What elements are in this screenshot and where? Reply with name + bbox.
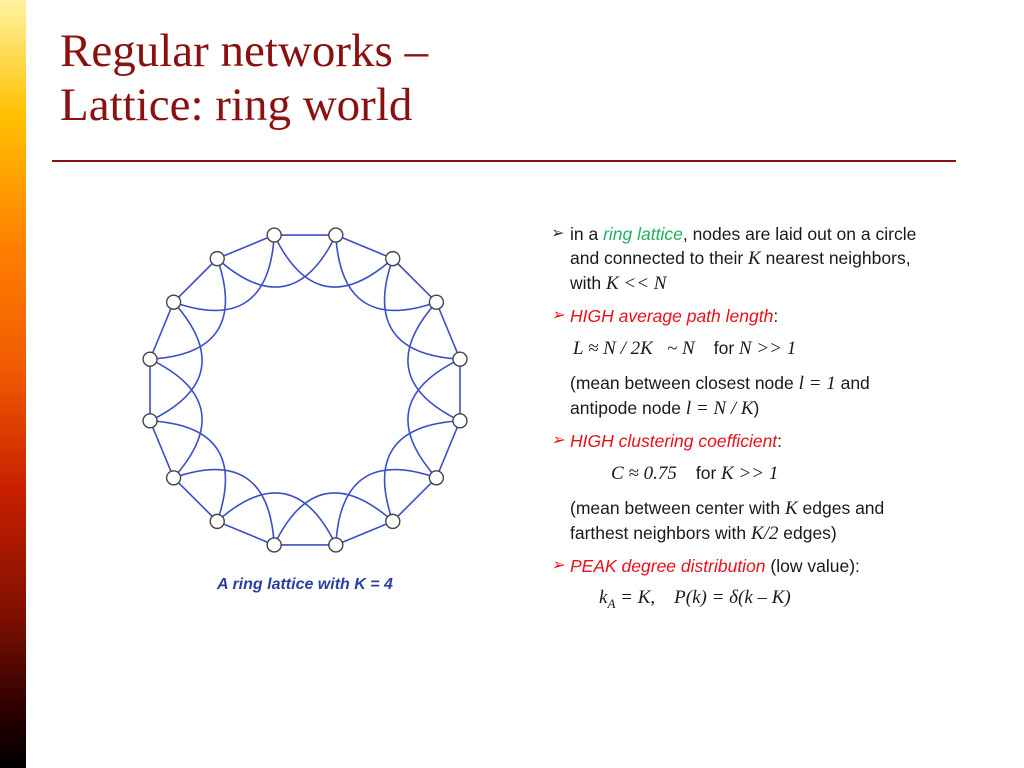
text: nearest neighbors, with	[570, 248, 911, 293]
lattice-node	[266, 537, 282, 553]
math: l = 1	[798, 373, 836, 394]
text: (low value):	[765, 556, 860, 576]
formula-part: for	[695, 463, 717, 483]
math-condition: K << N	[605, 273, 667, 294]
formula-part: P(k) = δ(k – K)	[674, 587, 791, 608]
lattice-node	[428, 294, 445, 310]
side-gradient-bar	[0, 0, 26, 768]
lattice-node	[452, 351, 468, 367]
lattice-node	[385, 513, 401, 530]
ring-arc-edge	[149, 258, 227, 360]
lattice-node	[452, 413, 468, 429]
path-length-label: HIGH average path length	[570, 306, 774, 326]
math-k: K	[748, 248, 761, 269]
math: K/2	[750, 523, 779, 544]
lattice-node	[209, 250, 225, 267]
bullet-degree-distribution: ➢ PEAK degree distribution (low value):	[551, 554, 931, 578]
lattice-node	[266, 227, 282, 243]
text: edges and farthest neighbors with	[570, 498, 885, 543]
ring-arc-edge	[173, 468, 275, 546]
ring-arc-edge	[383, 420, 461, 522]
ring-edge	[216, 520, 275, 546]
ring-edge	[435, 420, 461, 479]
clustering-label: HIGH clustering coefficient	[570, 431, 778, 451]
bullet-arrow-icon: ➢	[551, 557, 565, 574]
bullet-arrow-icon: ➢	[551, 225, 565, 242]
title-line-1: Regular networks –	[60, 25, 429, 77]
lattice-node	[165, 294, 182, 310]
ring-edge	[216, 234, 275, 260]
text: , nodes are laid out on a circle and con…	[570, 224, 917, 268]
formula-subscript: A	[607, 596, 616, 611]
ring-arc-edge	[149, 420, 227, 522]
ring-arc-edge	[216, 234, 337, 288]
note-clustering: (mean between center with K edges and fa…	[570, 496, 931, 546]
lattice-node	[385, 250, 401, 267]
ring-arc-edge	[216, 492, 337, 546]
lattice-node	[328, 537, 344, 553]
ring-edge	[435, 301, 461, 360]
ring-lattice-diagram	[142, 227, 468, 553]
ring-edge	[149, 420, 175, 479]
text: in a	[570, 224, 604, 244]
bullet-arrow-icon: ➢	[551, 432, 565, 449]
math: K	[784, 498, 798, 519]
ring-lattice-term: ring lattice	[603, 224, 683, 244]
lattice-node	[165, 470, 182, 486]
lattice-node	[142, 413, 158, 429]
ring-arc-edge	[407, 358, 461, 479]
math: l = N / K	[685, 398, 754, 419]
ring-arc-edge	[149, 358, 203, 479]
text: :	[777, 431, 783, 451]
diagram-caption: A ring lattice with K = 4	[217, 576, 393, 593]
ring-arc-edge	[335, 234, 437, 312]
ring-arc-edge	[383, 258, 461, 360]
note-path-length: (mean between closest node l = 1 and ant…	[570, 371, 931, 421]
formula-part: k	[599, 587, 608, 608]
bullet-clustering: ➢ HIGH clustering coefficient:	[551, 429, 931, 453]
bullet-arrow-icon: ➢	[551, 307, 565, 324]
ring-edge	[392, 477, 437, 522]
text: edges)	[778, 523, 837, 543]
ring-edge	[173, 258, 218, 303]
lattice-node	[328, 227, 344, 243]
ring-edge	[173, 477, 218, 522]
formula-part: C ≈ 0.75	[611, 463, 677, 484]
ring-arc-edge	[149, 301, 203, 422]
lattice-node	[209, 513, 225, 530]
bullet-ring-lattice: ➢ in a ring lattice, nodes are laid out …	[551, 222, 931, 296]
text: )	[753, 398, 760, 418]
formula-path-length: L ≈ N / 2K ~ N for N >> 1	[573, 336, 931, 361]
text: (mean between closest node	[570, 373, 799, 393]
ring-arc-edge	[407, 301, 461, 422]
ring-edge	[392, 258, 437, 303]
formula-part: ~ N	[667, 338, 695, 359]
ring-arc-edge	[273, 234, 394, 288]
text: and antipode node	[570, 373, 870, 418]
formula-part: for	[713, 338, 735, 358]
ring-edge	[335, 520, 394, 546]
bullet-path-length: ➢ HIGH average path length:	[551, 304, 931, 328]
text: (mean between center with	[570, 498, 785, 518]
formula-part: N >> 1	[738, 338, 797, 359]
ring-arc-edge	[335, 468, 437, 546]
degree-distribution-label: PEAK degree distribution	[570, 556, 766, 576]
ring-edge	[149, 301, 175, 360]
ring-edge	[335, 234, 394, 260]
bullet-list: ➢ in a ring lattice, nodes are laid out …	[551, 222, 931, 626]
title-underline	[52, 160, 956, 162]
ring-arc-edge	[173, 234, 275, 312]
formula-part: = K,	[615, 587, 656, 608]
formula-clustering: C ≈ 0.75 for K >> 1	[611, 461, 931, 486]
formula-part: L ≈ N / 2K	[573, 338, 653, 359]
formula-degree: kA = K, P(k) = δ(k – K)	[599, 586, 931, 616]
ring-arc-edge	[273, 492, 394, 546]
lattice-node	[428, 470, 445, 486]
formula-part: K >> 1	[721, 463, 779, 484]
title-line-2: Lattice: ring world	[60, 79, 413, 131]
slide-title: Regular networks – Lattice: ring world	[60, 24, 428, 132]
text: :	[773, 306, 779, 326]
lattice-node	[142, 351, 158, 367]
